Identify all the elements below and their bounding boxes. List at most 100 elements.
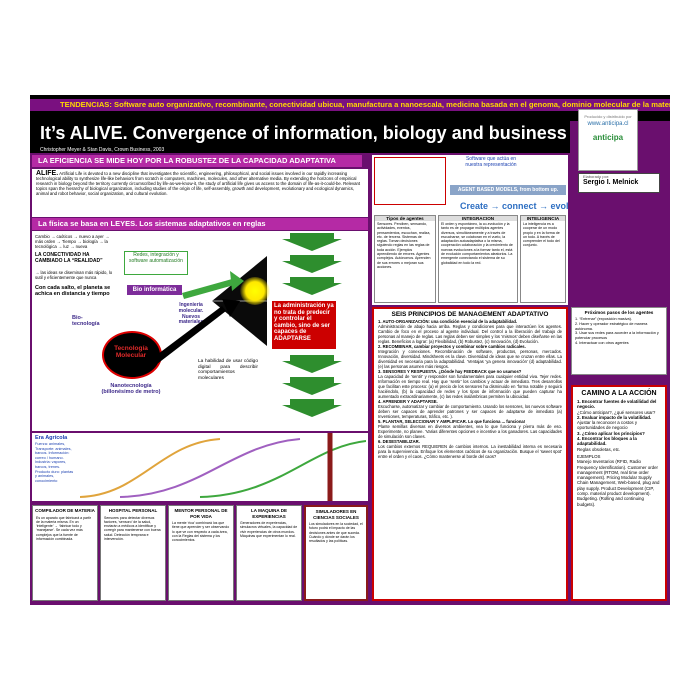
title-bar: It’s ALIVE. Convergence of information, … [30, 121, 570, 153]
col-simuladores-text: Los simuladores en la sociedad, el futur… [309, 522, 363, 544]
proximos-pasos-title: Próximos pasos de los agentes [584, 310, 654, 315]
ejemplos-label: EJEMPLOS [577, 453, 601, 459]
green-down-arrow-1 [282, 233, 342, 251]
principio-4-text: Escucharse, automatizar y cambiar de com… [378, 404, 562, 419]
logo-small-text: Producido y distribuido por [584, 114, 632, 119]
nanotecnologia-label: Nanotecnología (billonésimo de metro) [101, 383, 161, 395]
col-maquina-text: Generadores de experiencias, simulacros … [240, 521, 298, 538]
col-simuladores: SIMULADORES EN CIENCIAS SOCIALES Los sim… [304, 505, 368, 601]
camino-accion-box: CAMINO A LA ACCIÓN 1. Encontrar fuentes … [571, 385, 667, 601]
alife-text: Artificial Life is devoted to a new disc… [36, 171, 361, 197]
principio-2-head: 2. RECOMBINAR, cambiar proyectos y combi… [378, 344, 526, 349]
abm-area: Software que actúa en nuestra representa… [372, 155, 568, 305]
eras-text: Fuerza: animales, Transporte: animales, … [35, 442, 74, 483]
col-compilador-title: COMPILADOR DE MATERIA [35, 508, 95, 513]
proximos-pasos-box: Próximos pasos de los agentes 1. “Entren… [571, 307, 667, 375]
green-arrow-stack-lower [282, 355, 342, 417]
tipos-agentes-text: Sensores. Perciben, sensando, actividade… [377, 222, 431, 269]
col-hospital-text: Sensores para detectar diversos factores… [104, 515, 161, 541]
s-curve-agricola [80, 438, 221, 498]
administracion-box: La administración ya no trata de predeci… [272, 301, 336, 349]
inteligencia-box: INTELIGENCIA La inteligencia es a cooper… [520, 215, 566, 303]
tipos-agentes-title: Tipos de agentes [375, 216, 435, 221]
author-name: Sergio I. Melnick [583, 179, 639, 186]
camino-step-2: 2. Evaluar impacto de la volatilidad. [577, 414, 652, 420]
inteligencia-text: La inteligencia es a cooperar de un modo… [523, 222, 560, 248]
bio-informatica-label: Bio informática [127, 285, 182, 295]
integracion-box: INTEGRACION El orden y espontáneo, la co… [438, 215, 518, 303]
black-arrowhead [222, 299, 240, 317]
alife-word: ALIFE. [36, 170, 59, 177]
tecnologia-molecular-label: Tecnología Molecular [114, 345, 148, 359]
principio-5-head: 5. PLANTAR, SELECCIONAR Y AMPLIFICAR. Lo… [378, 419, 526, 424]
principio-3-text: La capacidad de ‘sentir’ y responder son… [378, 374, 562, 399]
author-badge-label: Elaborado por: [583, 174, 610, 179]
principio-4-head: 4. APRENDER Y ADAPTARSE. [378, 399, 438, 404]
col-simuladores-title: SIMULADORES EN CIENCIAS SOCIALES [313, 509, 359, 520]
green-down-arrow-3 [282, 277, 342, 295]
tecnologia-molecular-circle [102, 331, 162, 379]
col-maquina: LA MAQUINA DE EXPERIENCIAS Generadores d… [236, 505, 302, 601]
redes-label: Redes, integración y software automatiza… [124, 251, 188, 275]
conectividad-subtext: → las ideas se diseminan más rápido, lo … [35, 270, 113, 281]
author-badge: Elaborado por: Sergio I. Melnick [578, 173, 660, 193]
logo-brand: anticipa [592, 133, 624, 142]
yellow-glow [240, 277, 270, 305]
green-down-arrow-6 [282, 399, 342, 417]
software-label: Software que actúa en nuestra representa… [465, 156, 517, 168]
camino-step-1: 1. Encontrar fuentes de volatilidad del … [577, 399, 657, 410]
inteligencia-title: INTELIGENCIA [521, 216, 565, 221]
col-hospital: HOSPITAL PERSONAL Sensores para detectar… [100, 505, 166, 601]
col-mentor: MENTOR PERSONAL DE POR VIDA La mente ‘ri… [168, 505, 234, 601]
book-authors: Christopher Meyer & Stan Davis, Crown Bu… [40, 147, 165, 153]
s-curves-chart [80, 433, 366, 501]
abm-banner: AGENT BASED MODELS, from bottom up. [450, 185, 566, 195]
camino-step-4b: Reglas obsoletas, etc. [577, 446, 621, 452]
principio-5-text: Plante semillas diversas en diversos amb… [378, 424, 562, 439]
col-maquina-title: LA MAQUINA DE EXPERIENCIAS [251, 508, 287, 519]
anticipa-logo: Producido y distribuido por www.anticipa… [578, 109, 638, 171]
camino-step-2b: Ajustar la reconocer a costos y oportuni… [577, 420, 638, 431]
proximos-item-1: 1. “Entrenar” (exposición masiva). [575, 317, 632, 321]
green-arrow [182, 279, 234, 299]
green-down-arrow-2 [282, 255, 342, 273]
camino-step-1b: ¿Cómo anticipar?, ¿qué sensores usar? [577, 409, 656, 415]
col-compilador-text: Es un aparato que fabricará a partir de … [36, 515, 92, 541]
green-down-arrow-4 [282, 355, 342, 373]
s-curve-industrial [119, 438, 301, 498]
camino-step-3: 3. ¿Cómo aplicar los principios? [577, 430, 645, 436]
diagram-area: Cambio → caóticos → nuevo a ayer → más o… [32, 231, 368, 431]
green-arrow-stack [282, 233, 342, 295]
logo-site: www.anticipa.cl [587, 121, 629, 127]
proximos-item-4: 4. Interactuar con otros agentes [575, 340, 629, 345]
ingenieria-label: Ingeniería molecular. Nuevos materiales [178, 302, 204, 326]
principio-3-head: 3. SENSORES Y RESPUESTA. ¿Dónde hay FEED… [378, 369, 522, 374]
principio-6-text: Los cambios externos REQUIEREN de cambio… [378, 444, 562, 459]
diagram-arrows [142, 271, 244, 371]
principios-title: SEIS PRINCIPIOS DE MANAGEMENT ADAPTATIVO [391, 311, 549, 318]
salto-text: Con cada salto, el planeta se achica en … [35, 285, 111, 297]
green-down-arrow-5 [282, 377, 342, 395]
integracion-text: El orden y espontáneo, la co-evolución y… [441, 222, 513, 265]
principio-2-text: Integración y conexiones. Recombinación … [378, 349, 562, 369]
camino-title: CAMINO A LA ACCIÓN [581, 390, 657, 397]
proximos-item-2: 2. Hacer y operador estratégico de maner… [575, 321, 648, 331]
principio-1-text: Administración de abajo hacia arriba. Re… [378, 324, 562, 344]
cambio-text: Cambio → caóticos → nuevo a ayer → más o… [35, 234, 110, 250]
tipos-agentes-box: Tipos de agentes Sensores. Perciben, sen… [374, 215, 436, 303]
section-eficiencia-header: LA EFICIENCIA SE MIDE HOY POR LA ROBUSTE… [32, 155, 362, 167]
col-mentor-text: La mente ‘rica’ combinará los que tiene … [172, 521, 230, 543]
eras-title: Era Agrícola [35, 435, 68, 441]
black-arrow [142, 306, 226, 371]
tendencias-banner: TENDENCIAS: Software auto organizativo, … [30, 99, 670, 111]
green-arrowhead [230, 271, 244, 291]
section-fisica-header: La física se basa en LEYES. Los sistemas… [32, 218, 368, 230]
conectividad-title: LA CONECTIVIDAD HA CAMBIADO LA “REALIDAD… [35, 252, 103, 264]
proximos-item-3: 3. Usar sus redes para acceder a la info… [575, 331, 659, 341]
principio-1-head: 1. AUTO-ORGANIZACIÓN: una condición esen… [378, 319, 518, 324]
habilidad-text: La habilidad de usar código digital para… [198, 359, 258, 381]
principios-box: SEIS PRINCIPIOS DE MANAGEMENT ADAPTATIVO… [372, 307, 568, 601]
camino-step-4: 4. Encontrar los bloques a la adaptabili… [577, 436, 637, 447]
integracion-title: INTEGRACION [439, 216, 517, 221]
create-connect-evolve: Create → connect → evolve [460, 201, 568, 211]
